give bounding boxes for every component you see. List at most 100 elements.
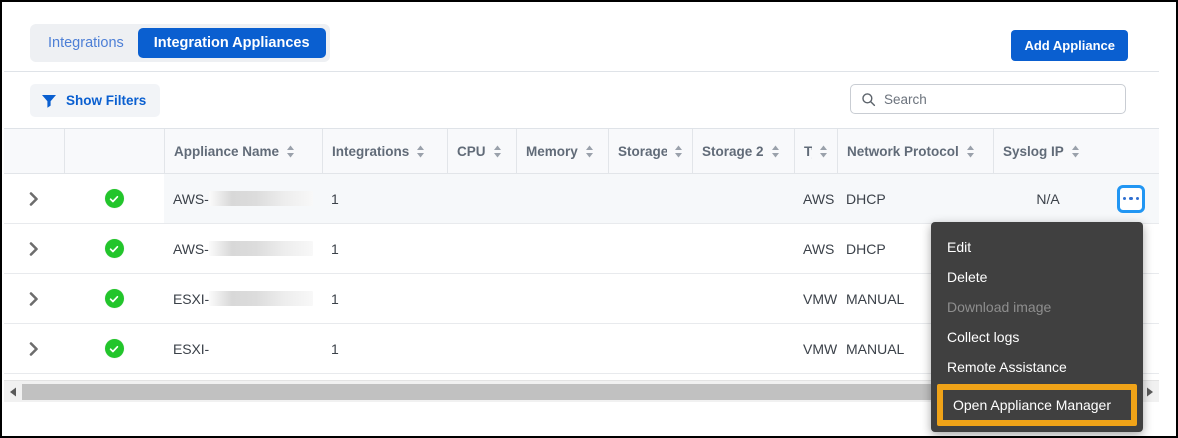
sort-icon <box>287 145 295 157</box>
column-header-type-label: Type <box>804 143 812 159</box>
menu-item-open-appliance-manager[interactable]: Open Appliance Manager <box>937 384 1137 426</box>
row-expand-toggle[interactable] <box>4 324 64 373</box>
cell-type: VMW <box>803 340 837 357</box>
table-row[interactable]: AWS- 1 AWS DHCP N/A <box>4 174 1159 224</box>
cell-storage-1 <box>608 324 692 373</box>
column-header-network-protocol-label: Network Protocol <box>847 143 959 159</box>
cell-storage-1 <box>608 174 692 223</box>
chevron-right-icon <box>29 241 38 256</box>
column-header-storage-1-label: Storage 1 <box>618 143 667 159</box>
menu-item-edit[interactable]: Edit <box>947 239 972 255</box>
search-input[interactable] <box>884 91 1115 107</box>
show-filters-label: Show Filters <box>66 93 147 108</box>
column-header-cpu-label: CPU <box>457 143 486 159</box>
appliance-name-prefix: ESXI- <box>173 290 210 307</box>
cell-appliance-name: ESXI- <box>164 274 322 323</box>
table-row[interactable]: ESXI- 1 VMW MANUAL <box>4 324 1159 374</box>
row-expand-toggle[interactable] <box>4 274 64 323</box>
chevron-right-icon <box>1147 387 1153 396</box>
table-row[interactable]: AWS- 1 AWS DHCP <box>4 224 1159 274</box>
cell-type: AWS <box>803 240 835 257</box>
sort-icon <box>493 145 501 157</box>
column-header-status <box>64 129 164 173</box>
sort-icon <box>417 145 425 157</box>
cell-storage-1 <box>608 274 692 323</box>
cell-memory <box>516 274 608 323</box>
chevron-right-icon <box>29 191 38 206</box>
scrollbar-thumb[interactable] <box>22 383 1117 400</box>
row-context-menu: Edit Delete Download image Collect logs … <box>931 222 1143 432</box>
sort-icon <box>820 145 827 157</box>
menu-item-delete[interactable]: Delete <box>947 269 988 285</box>
cell-cpu <box>447 224 516 273</box>
scroll-right-button[interactable] <box>1141 380 1159 403</box>
cell-integrations: 1 <box>331 290 339 307</box>
chevron-right-icon <box>29 291 38 306</box>
row-expand-toggle[interactable] <box>4 174 64 223</box>
column-header-storage-1[interactable]: Storage 1 <box>608 129 692 173</box>
cell-storage-2 <box>692 174 794 223</box>
menu-item-remote-assistance[interactable]: Remote Assistance <box>947 359 1067 375</box>
appliance-name-prefix: AWS- <box>173 240 209 257</box>
cell-appliance-name: ESXI- <box>164 324 322 373</box>
column-header-expand <box>4 129 64 173</box>
scrollbar-track[interactable] <box>22 380 1141 403</box>
cell-integrations: 1 <box>331 240 339 257</box>
cell-type: VMW <box>803 290 837 307</box>
tab-integrations[interactable]: Integrations <box>48 35 124 51</box>
cell-type: AWS <box>794 174 837 223</box>
column-header-type[interactable]: Type <box>794 129 837 173</box>
status-ok-icon <box>104 239 124 258</box>
column-header-integrations[interactable]: Integrations <box>322 129 447 173</box>
column-header-storage-2-label: Storage 2 <box>702 143 764 159</box>
column-header-memory-label: Memory <box>526 143 578 159</box>
sort-icon <box>771 145 779 157</box>
column-header-memory[interactable]: Memory <box>516 129 608 173</box>
table-row[interactable]: ESXI- 1 VMW MANUAL <box>4 274 1159 324</box>
row-actions-button[interactable] <box>1117 184 1145 213</box>
dot <box>1135 196 1140 201</box>
appliance-name-prefix: AWS- <box>173 190 209 207</box>
cell-storage-2 <box>692 274 794 323</box>
horizontal-scrollbar[interactable] <box>4 380 1159 403</box>
redacted-text <box>208 241 313 256</box>
tab-integration-appliances[interactable]: Integration Appliances <box>137 28 326 58</box>
column-header-cpu[interactable]: CPU <box>447 129 516 173</box>
row-expand-toggle[interactable] <box>4 224 64 273</box>
search-icon <box>862 92 876 106</box>
column-header-network-protocol[interactable]: Network Protocol <box>837 129 993 173</box>
cell-network-protocol: DHCP <box>837 174 993 223</box>
dot <box>1129 196 1133 201</box>
row-status <box>64 174 164 223</box>
column-header-syslog-ip-label: Syslog IP <box>1003 143 1064 159</box>
column-header-storage-2[interactable]: Storage 2 <box>692 129 794 173</box>
status-ok-icon <box>104 339 124 358</box>
sort-icon <box>966 145 974 157</box>
redacted-text <box>209 291 313 306</box>
cell-cpu <box>447 324 516 373</box>
cell-memory <box>516 224 608 273</box>
filter-toolbar: Show Filters <box>4 72 1159 129</box>
sort-icon <box>585 145 593 157</box>
search-box[interactable] <box>850 84 1126 114</box>
cell-network-protocol: MANUAL <box>846 340 905 357</box>
scroll-left-button[interactable] <box>4 380 22 403</box>
show-filters-button[interactable]: Show Filters <box>30 84 161 117</box>
cell-actions <box>1103 174 1159 223</box>
menu-item-collect-logs[interactable]: Collect logs <box>947 329 1020 345</box>
chevron-right-icon <box>29 341 38 356</box>
column-header-actions <box>1103 129 1159 173</box>
redacted-text <box>208 191 313 206</box>
add-appliance-button[interactable]: Add Appliance <box>1011 30 1128 61</box>
cell-appliance-name: AWS- <box>164 224 322 273</box>
cell-cpu <box>447 274 516 323</box>
cell-memory <box>516 324 608 373</box>
column-header-appliance-name[interactable]: Appliance Name <box>164 129 322 173</box>
cell-cpu <box>447 174 516 223</box>
tab-bar: Integrations Integration Appliances Add … <box>4 4 1159 72</box>
cell-storage-2 <box>692 324 794 373</box>
column-header-syslog-ip[interactable]: Syslog IP <box>993 129 1103 173</box>
cell-storage-2 <box>692 224 794 273</box>
cell-integrations: 1 <box>322 174 447 223</box>
